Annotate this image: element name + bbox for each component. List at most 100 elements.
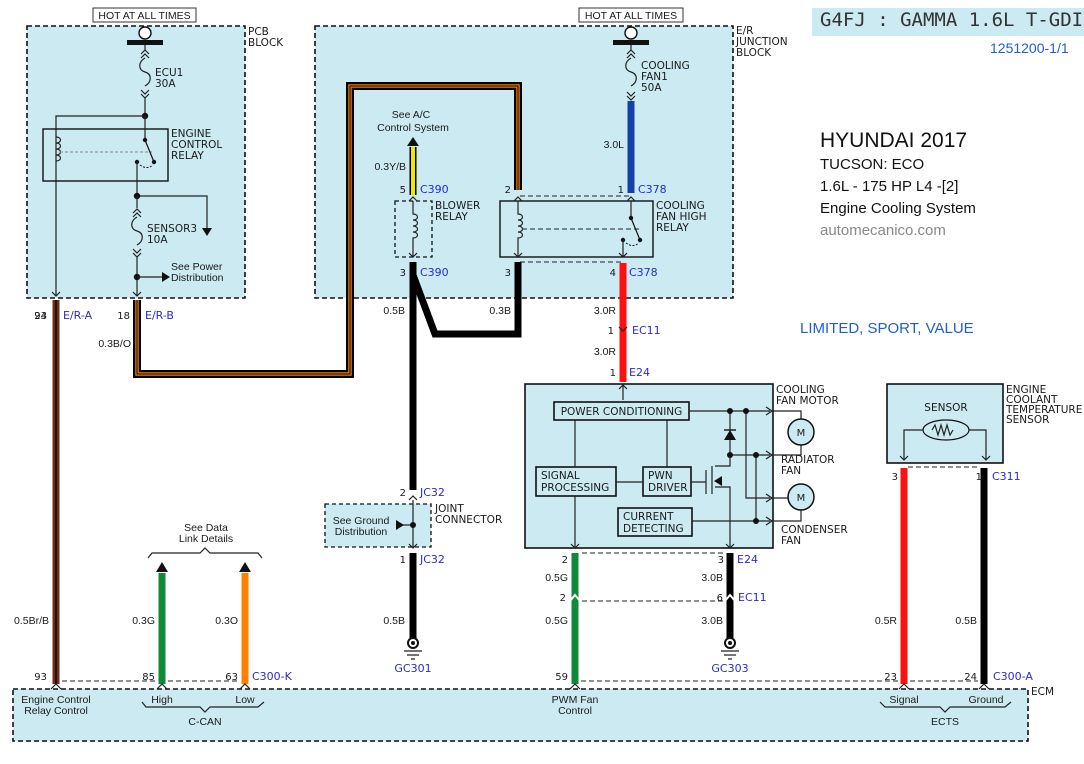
pcb-block-name: BLOCK	[248, 37, 284, 49]
wire-spec: 0.3B	[489, 305, 511, 317]
arrow-down-icon	[202, 228, 212, 236]
er-junction-block: HOT AT ALL TIMES E/R JUNCTION BLOCK COOL…	[314, 7, 788, 299]
see-ac-control-link[interactable]: Control System	[377, 122, 449, 134]
blower-relay-label: RELAY	[435, 211, 468, 223]
pcb-block: HOT AT ALL TIMES PCB BLOCK ECU1 30A ENGI…	[26, 7, 284, 299]
pin-number: 93	[34, 311, 47, 322]
wire-spec: 3.0R	[594, 346, 617, 358]
engine-control-relay	[42, 128, 169, 182]
engine-control-relay-label: RELAY	[171, 150, 204, 162]
page-code: 1251200-1/1	[990, 40, 1069, 56]
pin-number: 1	[400, 555, 406, 566]
ecm-pin-label: High	[151, 694, 173, 706]
hot-at-all-times-label: HOT AT ALL TIMES	[98, 10, 190, 22]
hot-at-all-times-box	[92, 7, 197, 23]
er-junction-block-box	[314, 25, 734, 299]
pin-number: 1	[618, 185, 624, 196]
ects-label: SENSOR	[1006, 414, 1049, 426]
vehicle-model: TUCSON: ECO	[820, 156, 925, 173]
wire-spec: 0.3O	[215, 615, 238, 627]
pin-number: 3	[400, 268, 406, 279]
fuse-cooling-fan1-label: FAN1	[641, 71, 668, 83]
fuse-icon	[139, 57, 151, 87]
see-ground-distribution-link[interactable]: See Ground	[333, 515, 390, 527]
wire-spec: 0.5G	[545, 572, 568, 584]
wire-black	[409, 262, 522, 490]
cooling-fan-high-relay-label: COOLING	[656, 200, 705, 212]
engine-control-relay-label: CONTROL	[171, 139, 222, 151]
pin-number: 59	[555, 672, 568, 683]
pin-number: 1	[608, 326, 614, 337]
blower-relay	[394, 200, 433, 258]
see-ac-control-link[interactable]: See A/C	[392, 109, 431, 121]
connector-jc32: JC32	[419, 486, 445, 499]
relay-coil-icon	[513, 196, 524, 258]
pin-number: 24	[34, 311, 47, 322]
connector-icon	[140, 45, 150, 59]
pin-number: 63	[225, 672, 238, 683]
connector-icon	[626, 45, 636, 59]
joint-connector-label: CONNECTOR	[435, 514, 502, 526]
fuse-ecu1-rating: 30A	[155, 78, 176, 90]
lower-wire-labels: 0.5B 2 0.5G 2 0.5G 3 E24 3.0B 6 EC11 3.0…	[14, 522, 977, 675]
engine-title: G4FJ : GAMMA 1.6L T-GDI	[820, 9, 1084, 31]
pin-number: 1	[976, 472, 982, 483]
er-block-name: BLOCK	[736, 47, 772, 59]
motor-symbol: M	[797, 428, 806, 439]
wire-spec: 0.5Br/B	[14, 615, 49, 627]
ects-box	[886, 383, 1004, 464]
ecm-pin-label: Engine Control	[21, 694, 90, 706]
pin-number: 5	[400, 185, 406, 196]
ecm-group-label: ECTS	[931, 716, 959, 728]
fuse-icon	[625, 57, 637, 87]
fuse-cooling-fan1-rating: 50A	[641, 82, 662, 94]
see-power-distribution-link[interactable]: Distribution	[171, 272, 224, 284]
pcb-block-name: PCB	[248, 26, 269, 38]
see-power-distribution-link[interactable]: See Power	[171, 261, 223, 273]
motor-symbol: M	[797, 493, 806, 504]
diode-icon	[724, 430, 736, 440]
connector-c378: C378	[629, 266, 658, 279]
relay-switch-icon	[144, 139, 155, 163]
ecm-pin-label: Signal	[889, 694, 918, 706]
blower-relay-label: BLOWER	[435, 200, 480, 212]
current-detecting-block	[617, 507, 693, 537]
pin-number: 23	[884, 672, 897, 683]
cooling-fan-motor-label: COOLING	[776, 384, 825, 396]
arrow-up-icon	[239, 562, 251, 572]
connector-icon	[132, 196, 142, 218]
pin-number: 85	[142, 672, 155, 683]
wires	[52, 82, 988, 684]
fuse-sensor3-name: SENSOR3	[147, 223, 197, 235]
see-data-link-link[interactable]: Link Details	[179, 533, 233, 545]
connector-jc32: JC32	[419, 553, 445, 566]
power-source-icon	[138, 26, 152, 40]
fuse-ecu1-name: ECU1	[155, 67, 183, 79]
see-data-link-link[interactable]: See Data	[184, 522, 228, 534]
pin-number: 93	[34, 672, 47, 683]
er-block-name: E/R	[736, 25, 753, 37]
pin-number: 3	[718, 555, 724, 566]
ground-gc301: GC301	[394, 662, 431, 675]
connector-c300-k: C300-K	[252, 670, 293, 683]
condenser-fan-label: CONDENSER	[781, 524, 848, 536]
cooling-fan-motor-label: FAN MOTOR	[776, 395, 839, 407]
ects-label: TEMPERATURE	[1005, 404, 1082, 416]
ecm: ECM 93 85 63 C300-K 59 23 24 C300-A Engi…	[12, 670, 1054, 742]
pwn-driver-label: DRIVER	[648, 482, 688, 494]
signal-processing-block	[535, 466, 617, 497]
engine-coolant-temperature-sensor: SENSOR ENGINE COOLANT TEMPERATURE SENSOR…	[886, 383, 1082, 483]
connector-e24: E24	[737, 553, 758, 566]
engine-title-banner	[812, 8, 1084, 36]
signal-processing-label: SIGNAL	[541, 470, 580, 482]
arrow-up-icon	[156, 562, 168, 572]
connector-ec11: EC11	[738, 591, 767, 604]
connector-c378: C378	[638, 183, 667, 196]
see-ground-distribution-link[interactable]: Distribution	[335, 526, 388, 538]
pin-number: 6	[717, 593, 723, 604]
pin-number: 2	[400, 488, 406, 499]
cooling-fan-high-relay-label: RELAY	[656, 222, 689, 234]
bus-bar-icon	[127, 40, 163, 45]
ects-label: ENGINE	[1006, 384, 1046, 396]
